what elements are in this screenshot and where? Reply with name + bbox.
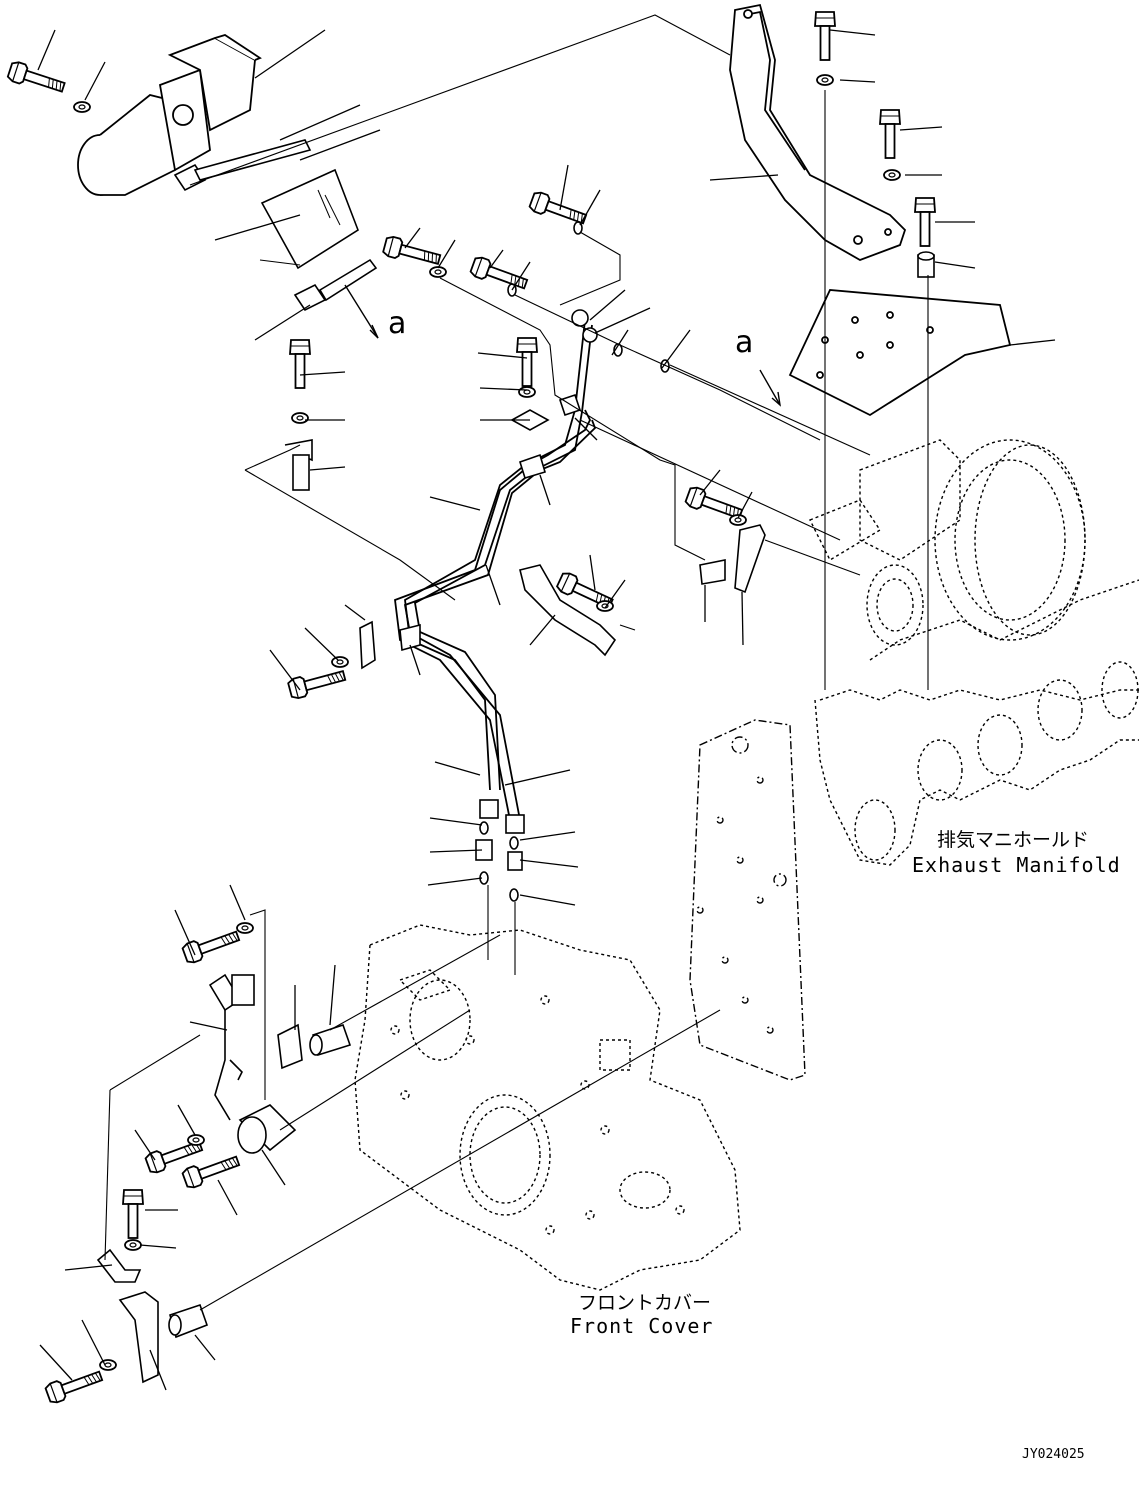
spacer-icon — [284, 439, 313, 491]
hex-bolt-icon — [286, 664, 348, 701]
hex-bolt-icon — [43, 1365, 105, 1406]
front-cover-label-en: Front Cover — [570, 1314, 713, 1338]
washer-icon — [816, 74, 834, 86]
exhaust-manifold-assembly — [809, 439, 1139, 866]
hex-bolt-icon — [180, 1150, 242, 1191]
support-bracket — [729, 3, 907, 261]
reference-arrows — [344, 284, 781, 407]
washer-icon — [596, 600, 614, 612]
front-cover — [354, 924, 741, 1291]
timing-plate — [689, 719, 806, 1081]
assembly-reference-lines — [104, 14, 929, 1311]
bent-bracket — [519, 524, 766, 657]
washer-icon — [99, 1359, 117, 1371]
o-ring-icon — [509, 888, 519, 902]
mounting-plate — [788, 289, 1012, 417]
hex-bolt-icon — [122, 1189, 144, 1239]
drawing-number: JY024025 — [1022, 1447, 1085, 1462]
hex-bolt-icon — [879, 109, 901, 159]
speed-sensor — [208, 973, 297, 1154]
front-cover-label-jp: フロントカバー — [578, 1292, 711, 1314]
clamp-icon — [96, 1023, 303, 1384]
reference-mark-a-left: a — [388, 306, 406, 341]
hex-bolt-icon — [6, 59, 68, 98]
washer-icon — [518, 386, 536, 398]
spacer-icon — [917, 251, 935, 278]
washer-icon — [429, 266, 447, 278]
pipe-end-fittings — [475, 309, 598, 871]
exhaust-manifold-label-en: Exhaust Manifold — [912, 853, 1121, 877]
washer-icon — [291, 412, 309, 424]
hex-bolt-icon — [468, 254, 530, 295]
washer-icon — [73, 101, 91, 113]
sensor-fitting — [173, 139, 378, 312]
hex-bolt-icon — [289, 339, 311, 389]
hex-bolt-icon — [914, 197, 936, 247]
reference-mark-a-right: a — [735, 325, 753, 360]
o-ring-icon — [509, 836, 519, 850]
heat-shield-gasket — [260, 168, 359, 270]
washer-icon — [729, 514, 747, 526]
hex-bolt-icon — [516, 337, 538, 387]
washer-icon — [236, 922, 254, 934]
washer-icon — [883, 169, 901, 181]
oil-pipes — [394, 319, 597, 821]
inlet-elbow — [77, 34, 262, 196]
clamp-icon — [359, 393, 726, 670]
hex-bolt-icon — [381, 234, 443, 271]
exhaust-manifold-label-jp: 排気マニホールド — [937, 829, 1089, 851]
leader-lines — [37, 29, 1056, 1391]
o-ring-icon — [479, 821, 489, 835]
hex-bolt-icon — [814, 11, 836, 61]
washer-icon — [187, 1134, 205, 1146]
washer-icon — [331, 656, 349, 668]
washer-icon — [124, 1239, 142, 1251]
